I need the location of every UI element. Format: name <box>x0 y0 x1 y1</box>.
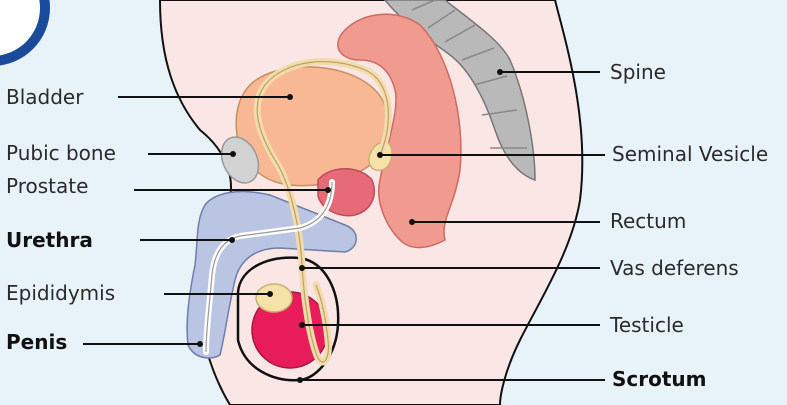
corner-badge <box>0 0 50 66</box>
label-spine: Spine <box>610 60 666 84</box>
label-penis: Penis <box>6 330 67 354</box>
label-epididymis: Epididymis <box>6 281 115 305</box>
label-prostate: Prostate <box>6 174 88 198</box>
label-testicle: Testicle <box>609 313 684 337</box>
label-rectum: Rectum <box>610 209 686 233</box>
label-bladder: Bladder <box>6 85 84 109</box>
label-scrotum: Scrotum <box>612 367 707 391</box>
label-pubic-bone: Pubic bone <box>6 141 116 165</box>
label-vas-deferens: Vas deferens <box>610 256 739 280</box>
label-urethra: Urethra <box>6 228 93 252</box>
epididymis <box>256 284 292 312</box>
label-seminal-vesicle: Seminal Vesicle <box>612 142 768 166</box>
